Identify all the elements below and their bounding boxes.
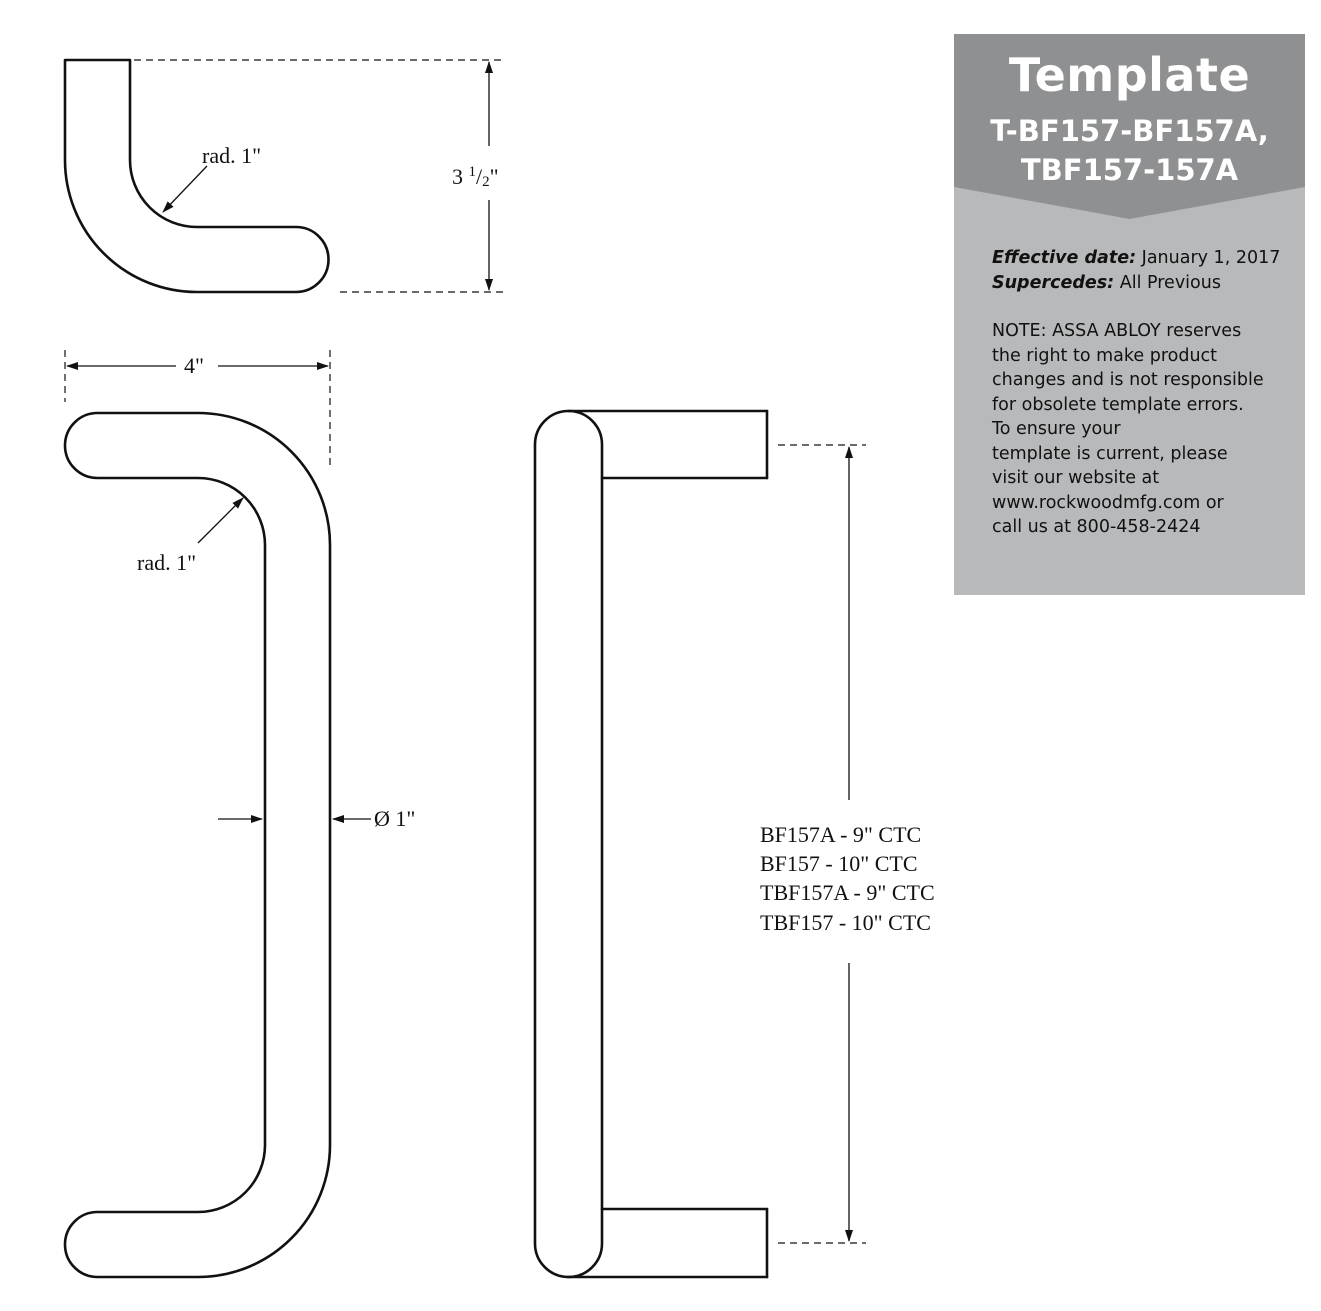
front-view-grip [533,409,604,1279]
side-radius-label: rad. 1" [137,550,196,575]
supercedes-row: Supercedes: All Previous [992,271,1292,296]
ctc-label-3: TBF157A - 9" CTC [760,880,935,905]
side-radius-leader [197,497,244,544]
supercedes-label: Supercedes: [992,272,1115,293]
supercedes-value: All Previous [1119,272,1221,293]
ctc-label-1: BF157A - 9" CTC [760,822,921,847]
note-line: To ensure your [992,419,1121,439]
note-line: visit our website at [992,468,1160,488]
note-line: for obsolete template errors. [992,394,1244,415]
template-model-line-1: T-BF157-BF157A, [990,114,1269,148]
ctc-label-2: BF157 - 10" CTC [760,851,918,876]
width-dimension-label: 4" [184,353,204,378]
side-view-outline [63,411,332,1279]
note-line: the right to make product [992,345,1218,366]
height-dimension-label: 3 1/2" [452,164,499,190]
panel-header-banner [954,34,1305,219]
panel-body: Effective date: January 1, 2017 Superced… [992,246,1292,540]
note-line: NOTE: ASSA ABLOY reserves [992,321,1242,341]
template-model-line-2: TBF157-157A [1020,153,1239,187]
template-info-panel: Template T-BF157-BF157A, TBF157-157A Eff… [954,34,1305,595]
top-radius-leader [162,165,208,213]
panel-header: Template T-BF157-BF157A, TBF157-157A [954,34,1305,219]
diameter-label: Ø 1" [374,806,415,831]
template-title: Template [1008,48,1251,102]
top-view-outline [63,58,330,294]
note-line: www.rockwoodmfg.com or [992,492,1224,513]
top-view: 3 1/2" rad. 1" [63,58,505,294]
note-text: NOTE: ASSA ABLOY reserves the right to m… [992,319,1292,540]
effective-date-label: Effective date: [992,248,1137,268]
note-line: call us at 800-458-2424 [992,517,1201,537]
ctc-label-4: TBF157 - 10" CTC [760,910,931,935]
effective-date-row: Effective date: January 1, 2017 [992,246,1292,271]
top-radius-label: rad. 1" [202,143,261,168]
front-view: BF157A - 9" CTC BF157 - 10" CTC TBF157A … [533,409,935,1279]
effective-date-value: January 1, 2017 [1141,248,1281,268]
note-line: changes and is not responsible [992,370,1264,390]
side-view: 4" rad. 1" Ø 1" [63,350,415,1279]
note-line: template is current, please [992,443,1228,464]
